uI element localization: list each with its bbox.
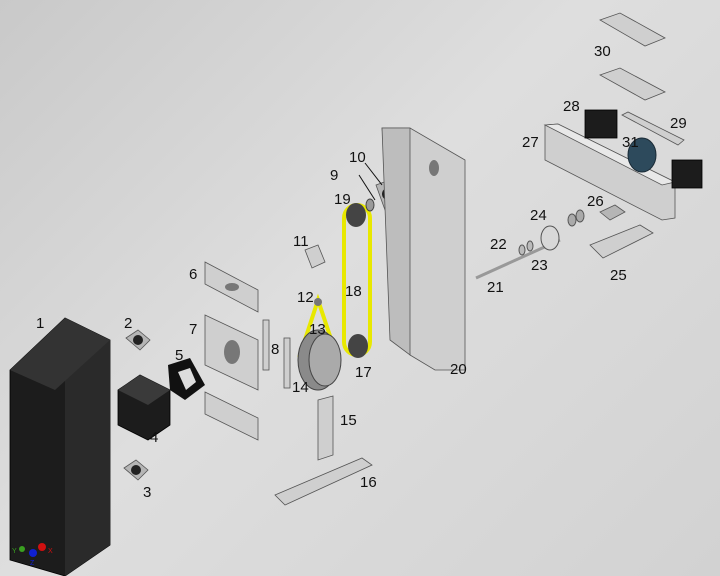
label-14: 14 xyxy=(292,379,309,396)
label-25: 25 xyxy=(610,267,627,284)
label-19: 19 xyxy=(334,191,351,208)
part-31-gear xyxy=(627,137,657,173)
part-4-stepper-motor xyxy=(117,374,171,441)
label-31: 31 xyxy=(622,134,639,151)
axis-triad: Y X Z xyxy=(12,543,53,567)
label-16: 16 xyxy=(360,474,377,491)
label-29: 29 xyxy=(670,115,687,132)
label-30: 30 xyxy=(594,43,611,60)
part-3-flange-bearing xyxy=(123,459,149,481)
part-26-bracket xyxy=(599,204,626,221)
part-28b-linear-block xyxy=(671,159,703,189)
part-24-roller xyxy=(518,209,585,256)
label-6: 6 xyxy=(189,266,197,283)
axis-x-label: X xyxy=(48,548,53,555)
label-26: 26 xyxy=(587,193,604,210)
label-8: 8 xyxy=(271,341,279,358)
label-4: 4 xyxy=(150,429,158,446)
part-30b-plate xyxy=(599,67,666,101)
part-18-timing-belt xyxy=(342,203,372,358)
part-13-14-pulley-belt xyxy=(297,293,342,391)
part-labels: 1 2 3 4 5 6 7 8 9 10 11 12 13 14 15 16 1… xyxy=(36,43,687,501)
label-1: 1 xyxy=(36,315,44,332)
part-7b-plate xyxy=(204,391,259,441)
part-7-plate xyxy=(204,314,259,391)
part-1-housing xyxy=(9,317,111,576)
part-28-linear-block xyxy=(584,109,618,139)
part-5-gasket xyxy=(168,358,205,400)
label-2: 2 xyxy=(124,315,132,332)
part-2-flange-bearing xyxy=(125,329,151,351)
label-9: 9 xyxy=(330,167,338,184)
label-13: 13 xyxy=(309,321,326,338)
label-12: 12 xyxy=(297,289,314,306)
label-28: 28 xyxy=(563,98,580,115)
axis-y-label: Y xyxy=(12,548,17,555)
label-17: 17 xyxy=(355,364,372,381)
label-27: 27 xyxy=(522,134,539,151)
label-20: 20 xyxy=(450,361,467,378)
axis-z-label: Z xyxy=(30,560,35,567)
label-23: 23 xyxy=(531,257,548,274)
part-30-plate xyxy=(599,12,666,47)
part-16-base-plate xyxy=(274,457,373,506)
label-24: 24 xyxy=(530,207,547,224)
label-11: 11 xyxy=(293,233,309,250)
part-15-block xyxy=(317,395,334,461)
label-21: 21 xyxy=(487,279,504,296)
label-15: 15 xyxy=(340,412,357,429)
label-5: 5 xyxy=(175,347,183,364)
label-22: 22 xyxy=(490,236,507,253)
label-3: 3 xyxy=(143,484,151,501)
part-20-channel-frame xyxy=(381,127,466,371)
part-29-bar xyxy=(621,111,685,146)
part-11-bracket xyxy=(304,244,326,269)
part-6-plate xyxy=(204,261,259,313)
label-7: 7 xyxy=(189,321,197,338)
part-25-plate xyxy=(589,224,654,259)
part-8-spacer-bars xyxy=(262,319,291,389)
label-10: 10 xyxy=(349,149,366,166)
label-18: 18 xyxy=(345,283,362,300)
